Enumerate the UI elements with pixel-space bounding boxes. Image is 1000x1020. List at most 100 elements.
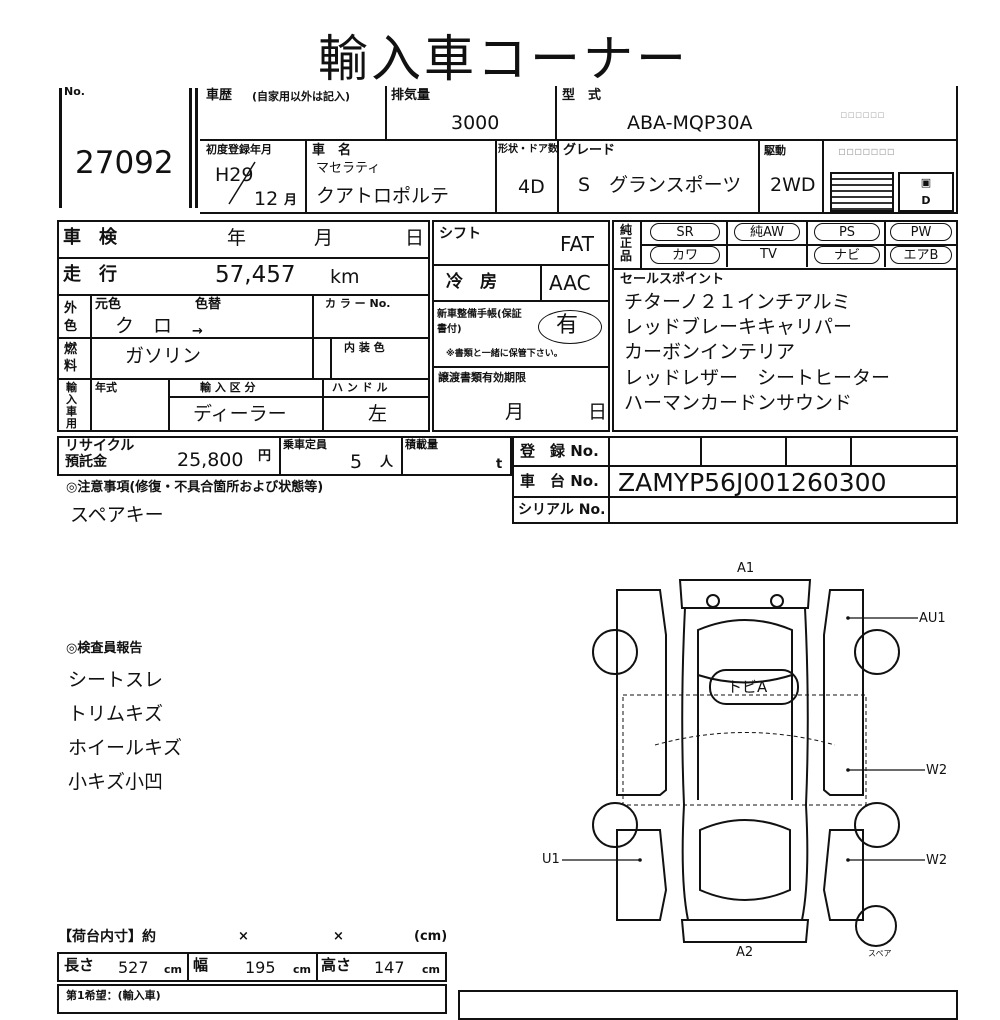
capacity-unit: 人 <box>380 455 394 470</box>
first-reg-month-unit: 月 <box>284 193 298 208</box>
shift-value: FAT <box>560 232 595 256</box>
page-title: 輸入車コーナー <box>318 30 689 88</box>
car-diagram <box>562 579 925 947</box>
transfer-day: 日 <box>588 401 608 423</box>
equip-aw: 純AW <box>734 223 800 241</box>
cargo-width: 195 <box>245 958 276 977</box>
fuel-label: 燃料 <box>64 342 78 374</box>
color-label: 外色 <box>64 301 78 334</box>
cargo-width-label: 幅 <box>193 956 209 974</box>
import-class-label: 輸 入 区 分 <box>200 381 256 394</box>
recycle-unit: 円 <box>258 449 272 464</box>
car-name-label: 車 名 <box>312 143 352 158</box>
chassis-label: 車 台 No. <box>520 472 599 490</box>
manual-label: 新車整備手帳(保証書付) <box>437 309 522 335</box>
drive-label: 駆動 <box>764 144 786 157</box>
color-orig-label: 元色 <box>95 297 122 312</box>
first-reg-month: 12 <box>254 188 279 210</box>
equip-leather: カワ <box>650 246 720 264</box>
model-type-label: 型 式 <box>562 88 602 103</box>
body-label: 形状・ドア数 <box>498 144 558 155</box>
lot-label: No. <box>64 85 85 98</box>
displacement-value: 3000 <box>451 112 500 134</box>
drive-value: 2WD <box>770 174 816 196</box>
model-type-value: ABA-MQP30A <box>627 112 753 134</box>
cargo-unit: (cm) <box>414 929 448 944</box>
lot-number: 27092 <box>75 145 174 181</box>
fuel-value: ガソリン <box>125 345 202 367</box>
stamp-mark: ▫▫▫▫▫▫▫ <box>838 144 895 158</box>
color-change-label: 色替 <box>195 297 222 312</box>
badge-box <box>830 172 894 212</box>
sales-point: レッドブレーキキャリパー <box>624 316 853 338</box>
grade-value: S グランスポーツ <box>578 174 742 196</box>
recycle-value: 25,800 <box>177 449 244 471</box>
equip-navi: ナビ <box>814 246 880 264</box>
diagram-label-w2: W2 <box>926 763 948 778</box>
diagram-label-spare: スペア <box>868 949 892 958</box>
import-year-label: 年式 <box>95 381 117 394</box>
serial-label: シリアル No. <box>518 502 606 518</box>
cargo-length-label: 長さ <box>64 956 95 974</box>
cargo-width-unit: cm <box>293 963 311 976</box>
recycle-label: リサイクル <box>65 438 135 454</box>
sales-point: カーボンインテリア <box>624 341 796 363</box>
history-label: 車歴 <box>206 88 233 103</box>
cargo-height-label: 高さ <box>321 956 352 974</box>
inspection-month: 月 <box>314 227 334 249</box>
import-label: 輸入車用 <box>66 381 77 430</box>
first-reg-label: 初度登録年月 <box>206 143 272 156</box>
registration-label: 登 録 No. <box>520 442 599 460</box>
cargo-label: 【荷台内寸】約 <box>58 929 156 945</box>
capacity-value: 5 <box>350 451 363 473</box>
history-note: (自家用以外は記入) <box>252 90 351 103</box>
grade-label: グレード <box>563 143 616 158</box>
cargo-height-unit: cm <box>422 963 440 976</box>
transfer-month: 月 <box>505 401 525 423</box>
capacity-label: 乗車定員 <box>283 438 327 451</box>
notes-label: ◎注意事項(修復・不具合箇所および状態等) <box>66 480 324 495</box>
shift-label: シフト <box>439 226 481 242</box>
inspection-label: 車 検 <box>63 227 117 248</box>
cargo-times: × <box>238 929 249 944</box>
inspection-day: 日 <box>405 227 425 249</box>
diagram-label-u1: U1 <box>542 852 560 867</box>
color-arrow: → <box>192 324 203 339</box>
equip-sr: SR <box>650 223 720 241</box>
inspector-item: 小キズ小凹 <box>68 771 164 793</box>
mileage-label: 走 行 <box>63 264 117 285</box>
diagram-label-a2: A2 <box>736 945 754 960</box>
body-value: 4D <box>518 176 545 198</box>
diagram-label-au1: AU1 <box>919 611 946 626</box>
diagram-label-a1: A1 <box>737 561 755 576</box>
sales-point: ハーマンカードンサウンド <box>624 392 853 414</box>
equipment-label: 純正品 <box>620 223 633 263</box>
cargo-length: 527 <box>118 958 149 977</box>
sales-label: セールスポイント <box>620 272 725 287</box>
first-reg-slash <box>225 160 257 206</box>
manual-circle <box>538 310 602 344</box>
sales-point: レッドレザー シートヒーター <box>624 367 891 389</box>
import-handle-label: ハ ン ド ル <box>332 381 388 394</box>
equip-airbag: エアB <box>890 246 952 264</box>
equip-ps: PS <box>814 223 880 241</box>
notes-value: スペアキー <box>70 504 164 526</box>
equip-pw: PW <box>890 223 952 241</box>
manual-value: 有 <box>556 313 579 338</box>
aircon-value: AAC <box>549 271 591 295</box>
aircon-label: 冷 房 <box>446 272 497 292</box>
equip-tv: TV <box>760 247 777 262</box>
interior-label: 内 装 色 <box>344 341 385 354</box>
inspector-item: トリムキズ <box>68 703 164 725</box>
transfer-label: 譲渡書類有効期限 <box>438 371 526 384</box>
inspector-item: シートスレ <box>68 669 164 691</box>
displacement-label: 排気量 <box>391 88 431 103</box>
car-model: クアトロポルテ <box>316 185 450 207</box>
bottom-label: 第1希望：(輸入車) <box>66 989 161 1002</box>
diagram-label-w2: W2 <box>926 853 948 868</box>
chassis-value: ZAMYP56J001260300 <box>618 468 887 497</box>
manual-note: ※書類と一緒に保管下さい。 <box>446 349 563 359</box>
recycle-label-2: 預託金 <box>65 454 107 470</box>
badge-box: ▣D <box>898 172 954 212</box>
cargo-length-unit: cm <box>164 963 182 976</box>
